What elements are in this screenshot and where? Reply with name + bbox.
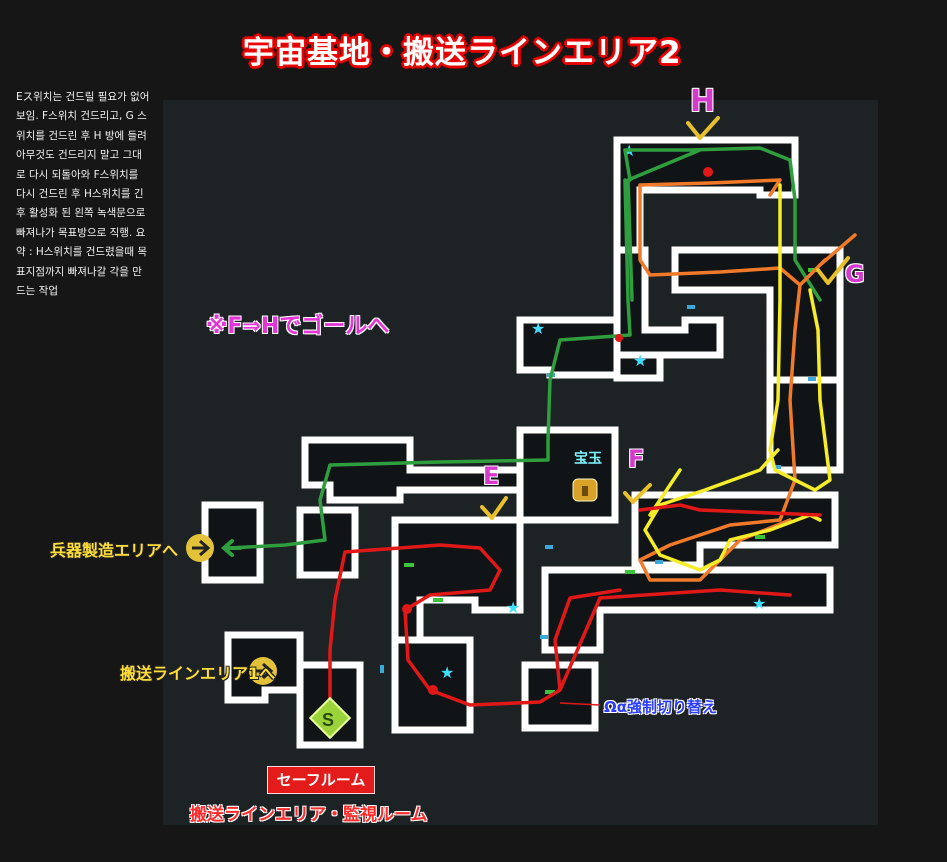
marker-h: H: [690, 84, 716, 119]
svg-text:★: ★: [506, 598, 520, 617]
weapon-area-icon: [186, 534, 214, 562]
weapon-area-label: 兵器製造エリアへ: [50, 541, 179, 560]
svg-text:★: ★: [752, 594, 766, 613]
monitor-room-label: 搬送ラインエリア・監視ルーム: [190, 805, 428, 825]
svg-text:★: ★: [440, 663, 454, 682]
marker-g: G: [845, 260, 865, 288]
page-title: 宇宙基地・搬送ラインエリア2: [243, 35, 682, 71]
room-bottom-strip: [541, 566, 834, 654]
omega-switch-label: Ωα強制切り替え: [604, 698, 718, 716]
check-e: [480, 496, 508, 520]
treasure-icon: [572, 478, 598, 502]
svg-text:★: ★: [633, 351, 647, 370]
svg-text:★: ★: [531, 319, 545, 338]
marker-f: F: [628, 445, 645, 473]
safe-room-icon: [308, 696, 352, 740]
treasure-label: 宝玉: [574, 451, 602, 467]
room-lower-mid: [391, 636, 474, 734]
room-corridor-top: [301, 436, 524, 504]
transport-area1-label: 搬送ラインエリア1へ: [120, 664, 276, 683]
omega-pointer: [559, 702, 601, 706]
check-f: [623, 483, 652, 504]
route-green: [228, 146, 822, 550]
marker-e: E: [483, 462, 500, 490]
check-g: [816, 256, 850, 285]
room-star-b: [613, 351, 664, 382]
weapon-arrow: [220, 539, 242, 557]
check-h: [686, 116, 720, 140]
map-panel: ★ ★ ★ ★ ★ ★: [163, 100, 878, 825]
room-right-column: [766, 376, 844, 474]
transport1-icon: [249, 657, 277, 685]
route-red: [328, 503, 822, 707]
svg-text:S: S: [322, 710, 334, 730]
korean-note: Eス위치는 건드릴 필요가 없어보임. F스위치 건드리고, G 스위치를 건드…: [16, 91, 150, 298]
hint-label: ※F⇒Hでゴールへ: [206, 314, 390, 339]
route-orange: [638, 178, 857, 582]
map-svg: ★ ★ ★ ★ ★ ★: [186, 116, 857, 749]
safe-room-label: セーフルーム: [267, 766, 375, 794]
room-treasure: [516, 426, 619, 524]
room-junction: [296, 506, 359, 579]
room-e: [391, 516, 524, 644]
